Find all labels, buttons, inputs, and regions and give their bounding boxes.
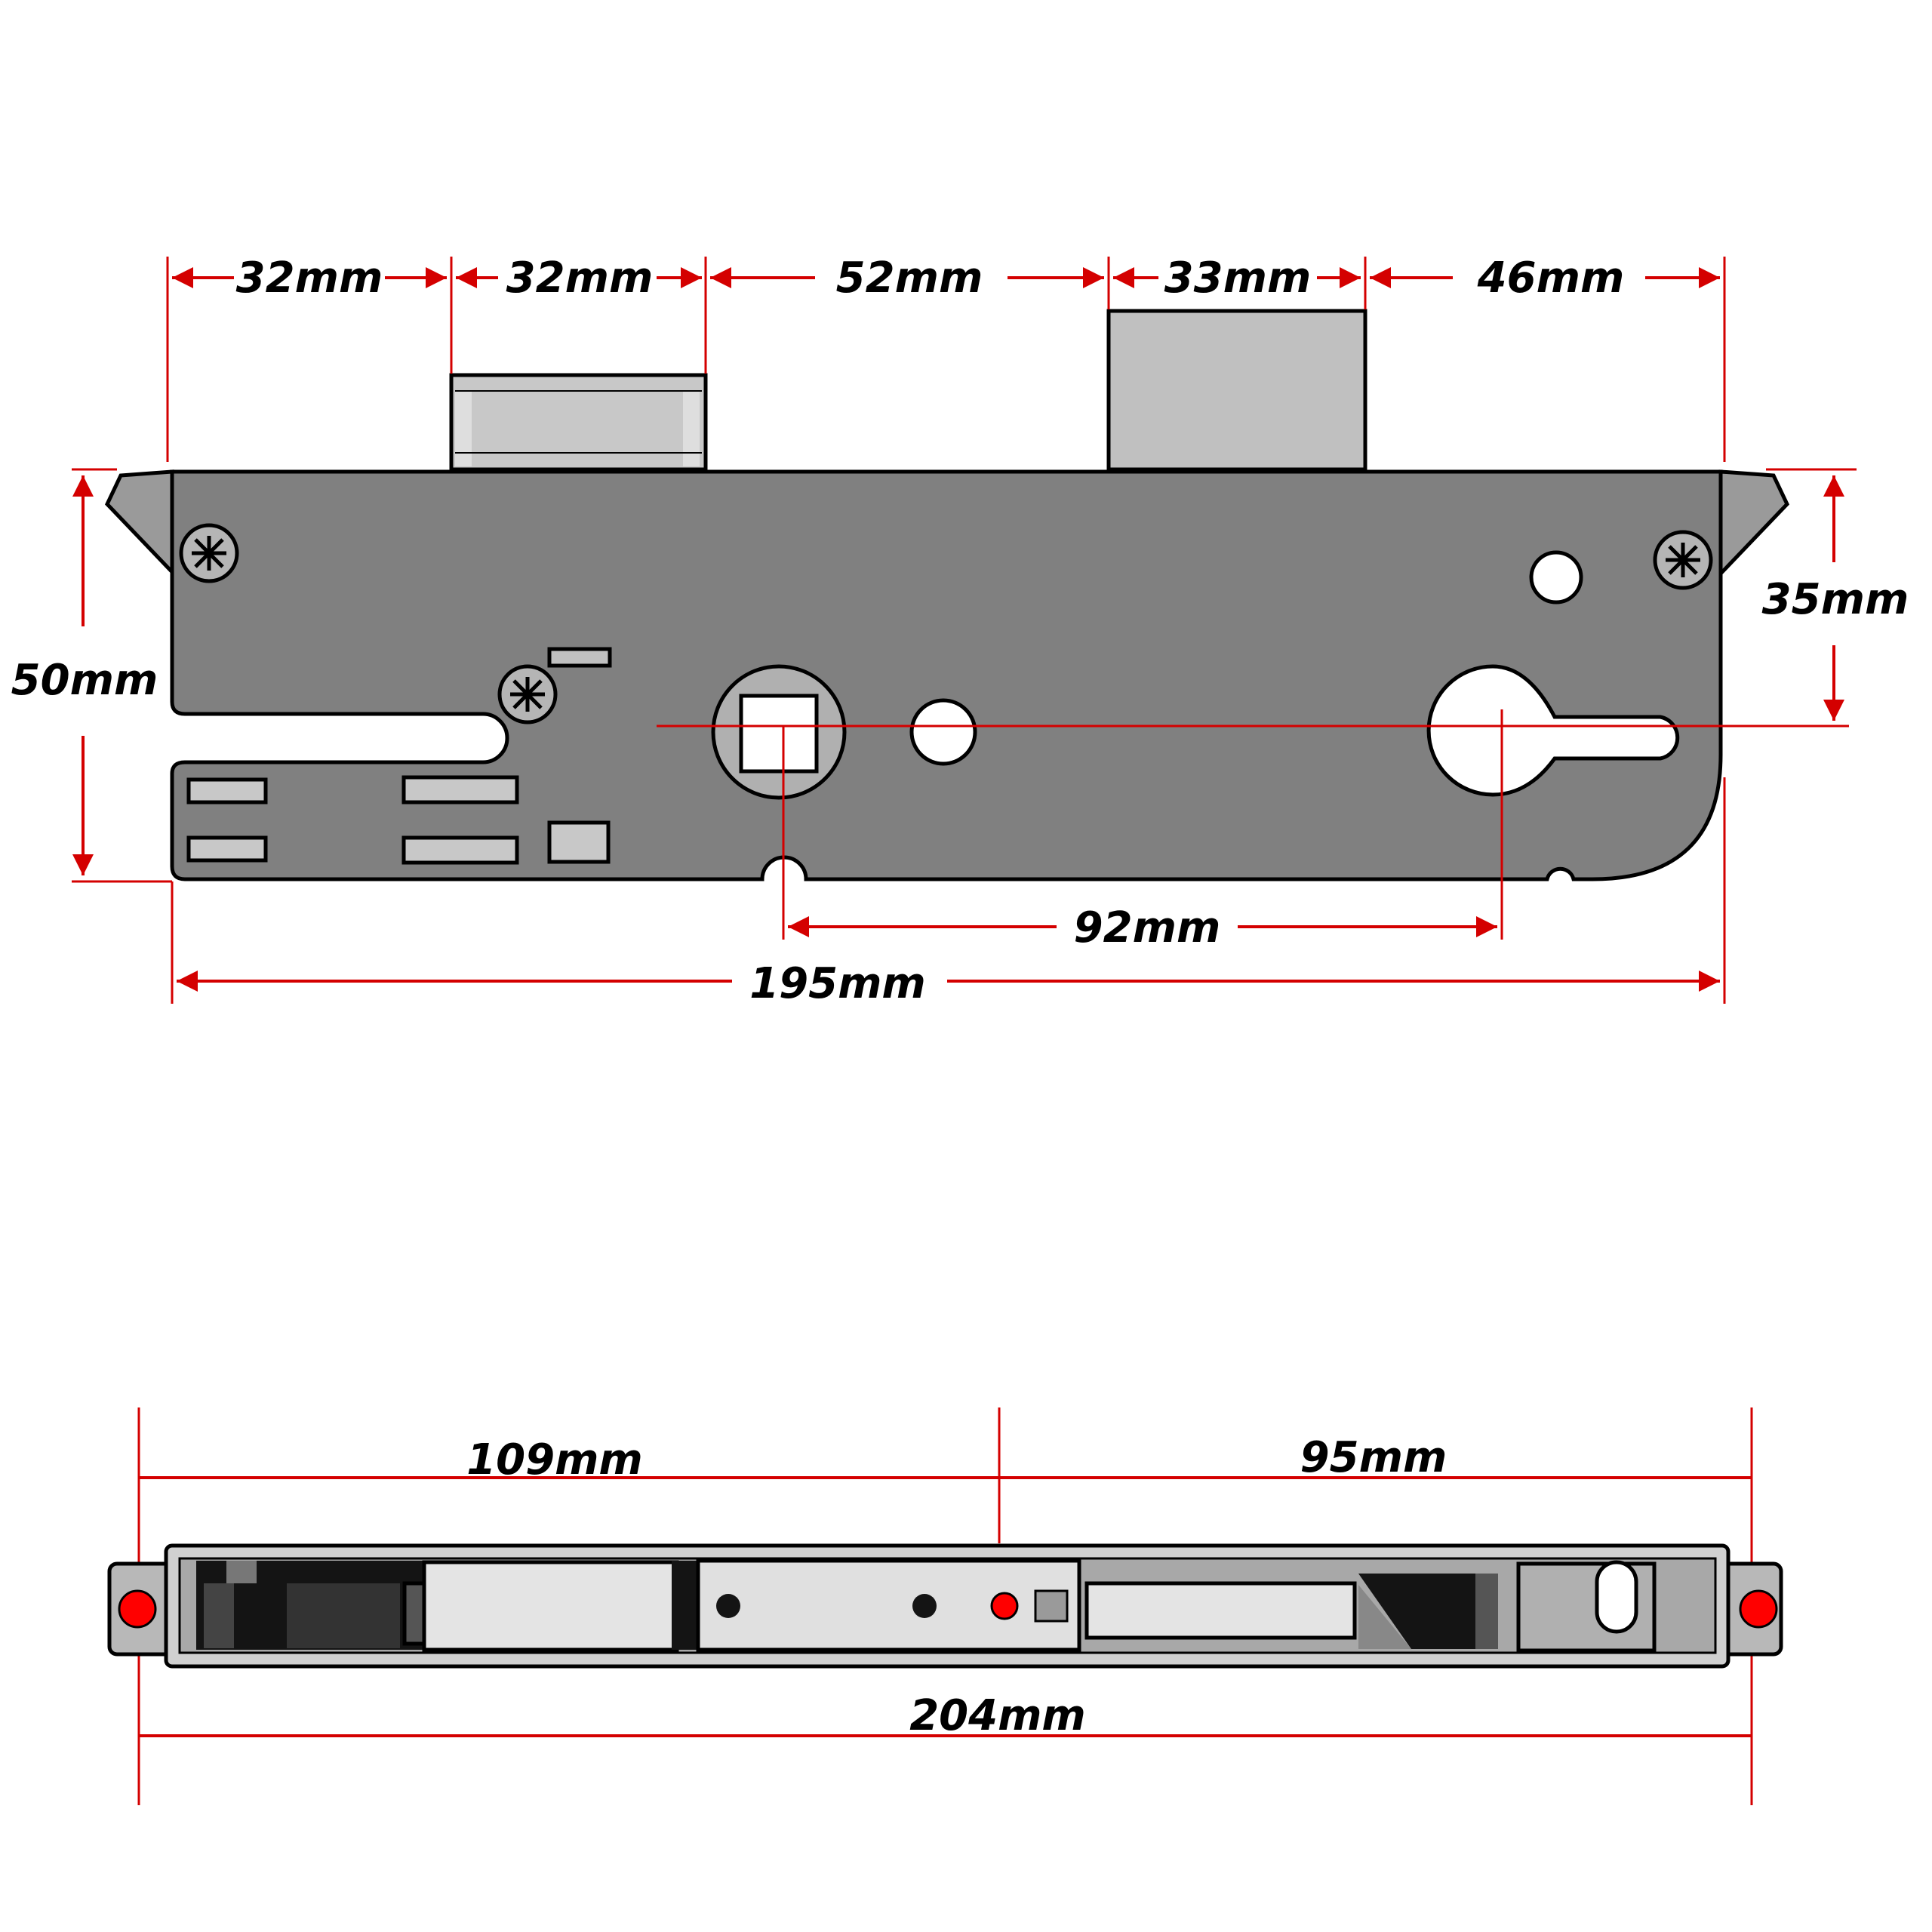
dim-label-92mm: 92mm xyxy=(1074,903,1221,952)
case-slot xyxy=(186,777,268,804)
case-slot xyxy=(186,835,268,863)
dim-label-204mm: 204mm xyxy=(909,1691,1086,1740)
rivet-icon xyxy=(912,1594,937,1618)
screw-marker-icon xyxy=(1739,1589,1778,1629)
dim-label-32mm-a: 32mm xyxy=(236,254,383,303)
case-slot xyxy=(547,647,612,668)
slider-block-right xyxy=(1084,1581,1357,1640)
side-view: 109mm 95mm xyxy=(107,1407,1783,1805)
dim-label-52mm: 52mm xyxy=(836,254,983,303)
dim-label-195mm: 195mm xyxy=(749,959,926,1008)
centre-block xyxy=(696,1558,1081,1652)
forend-tab-left xyxy=(105,469,176,579)
case-slot xyxy=(547,820,611,864)
fixing-hole xyxy=(909,698,977,766)
forend-tab-right xyxy=(1718,469,1789,579)
screw-icon xyxy=(497,664,558,724)
latch-bolt xyxy=(449,373,708,472)
front-view: 32mm 32mm 52mm 33mm 46mm 50mm 35mm 92mm … xyxy=(11,254,1909,1008)
deadbolt xyxy=(1106,309,1367,472)
dim-label-50mm: 50mm xyxy=(11,656,158,705)
fixing-hole xyxy=(1529,550,1583,605)
case-slot xyxy=(401,835,519,865)
cylinder-housing xyxy=(1516,1560,1657,1653)
follower-hub xyxy=(711,664,847,800)
case-slot xyxy=(401,775,519,804)
dim-label-33mm: 33mm xyxy=(1164,254,1312,303)
right-mechanism xyxy=(1358,1574,1498,1649)
dim-label-35mm: 35mm xyxy=(1762,575,1909,624)
extension-lines xyxy=(72,257,1857,1004)
dim-label-109mm: 109mm xyxy=(466,1435,643,1484)
slider-block-left xyxy=(422,1560,679,1652)
screw-marker-icon xyxy=(118,1589,157,1629)
screw-marker-icon xyxy=(990,1592,1019,1620)
dim-label-32mm-b: 32mm xyxy=(506,254,654,303)
euro-cylinder-cutout xyxy=(1426,664,1680,797)
rivet-icon xyxy=(716,1594,740,1618)
lock-case xyxy=(170,469,1723,881)
left-mechanism xyxy=(196,1561,426,1650)
dim-label-95mm: 95mm xyxy=(1300,1433,1447,1482)
screw-icon xyxy=(1653,530,1713,590)
screw-icon xyxy=(179,523,239,583)
dim-label-46mm: 46mm xyxy=(1477,254,1625,303)
